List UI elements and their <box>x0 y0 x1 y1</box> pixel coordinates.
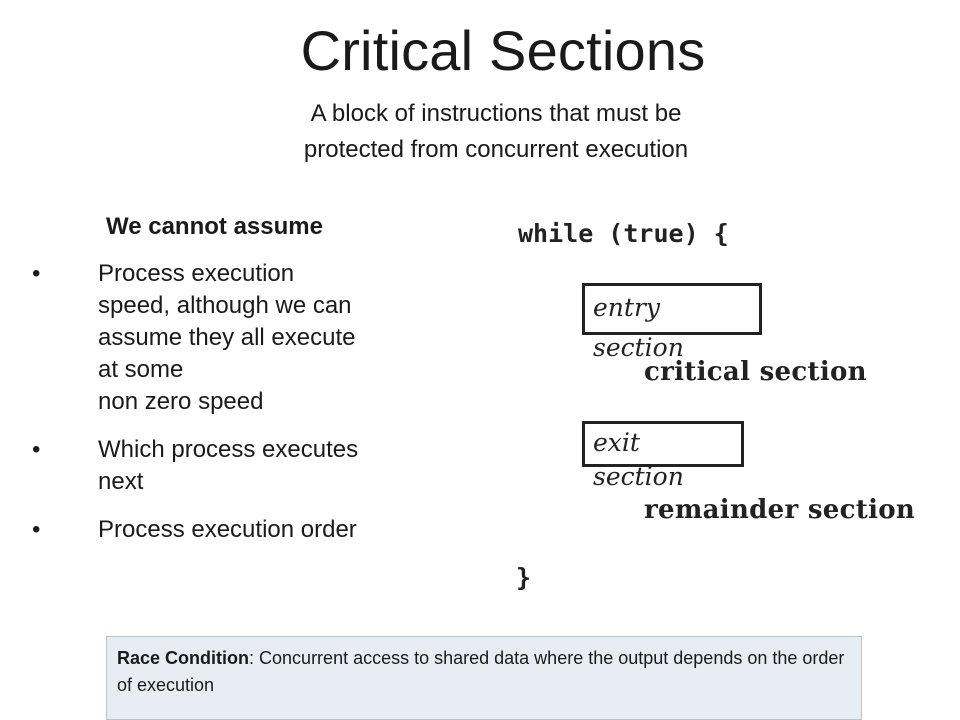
assumptions-heading: We cannot assume <box>106 213 323 240</box>
exit-section-box: exit section <box>582 421 744 491</box>
list-item-line: Process execution <box>98 260 295 287</box>
critical-section-code-figure: while (true) { entry section critical se… <box>510 205 930 625</box>
subtitle-line: protected from concurrent execution <box>303 136 689 163</box>
bullet-icon: • <box>32 260 41 287</box>
bullet-icon: • <box>32 516 41 543</box>
list-item-line: at some <box>98 356 184 383</box>
list-item-line: assume they all execute <box>98 324 356 351</box>
critical-section-label: critical section <box>644 357 867 387</box>
slide-subtitle: A block of instructions that must be pro… <box>200 96 792 168</box>
subtitle-line: A block of instructions that must be <box>310 100 682 127</box>
list-item: • Process execution speed, although we c… <box>0 258 470 418</box>
while-loop-close: } <box>516 563 532 592</box>
list-item-line: Which process executes <box>98 436 359 463</box>
note-separator: : <box>249 648 255 668</box>
list-item-line: next <box>98 468 144 495</box>
list-item-line: non zero speed <box>98 388 264 415</box>
assumptions-list: • Process execution speed, although we c… <box>0 258 470 562</box>
race-condition-definition: Concurrent access to shared data where t… <box>117 648 845 695</box>
list-item-line: Process execution order <box>98 516 357 543</box>
list-item: • Process execution order <box>0 514 470 546</box>
race-condition-term: Race Condition <box>117 648 250 668</box>
entry-section-box: entry section <box>582 283 762 362</box>
race-condition-note: Race Condition: Concurrent access to sha… <box>106 636 862 720</box>
slide-title: Critical Sections <box>300 19 706 82</box>
while-loop-open: while (true) { <box>518 219 729 248</box>
list-item-line: speed, although we can <box>98 292 352 319</box>
list-item: • Which process executes next <box>0 434 470 498</box>
bullet-icon: • <box>32 436 41 463</box>
remainder-section-label: remainder section <box>644 495 916 525</box>
